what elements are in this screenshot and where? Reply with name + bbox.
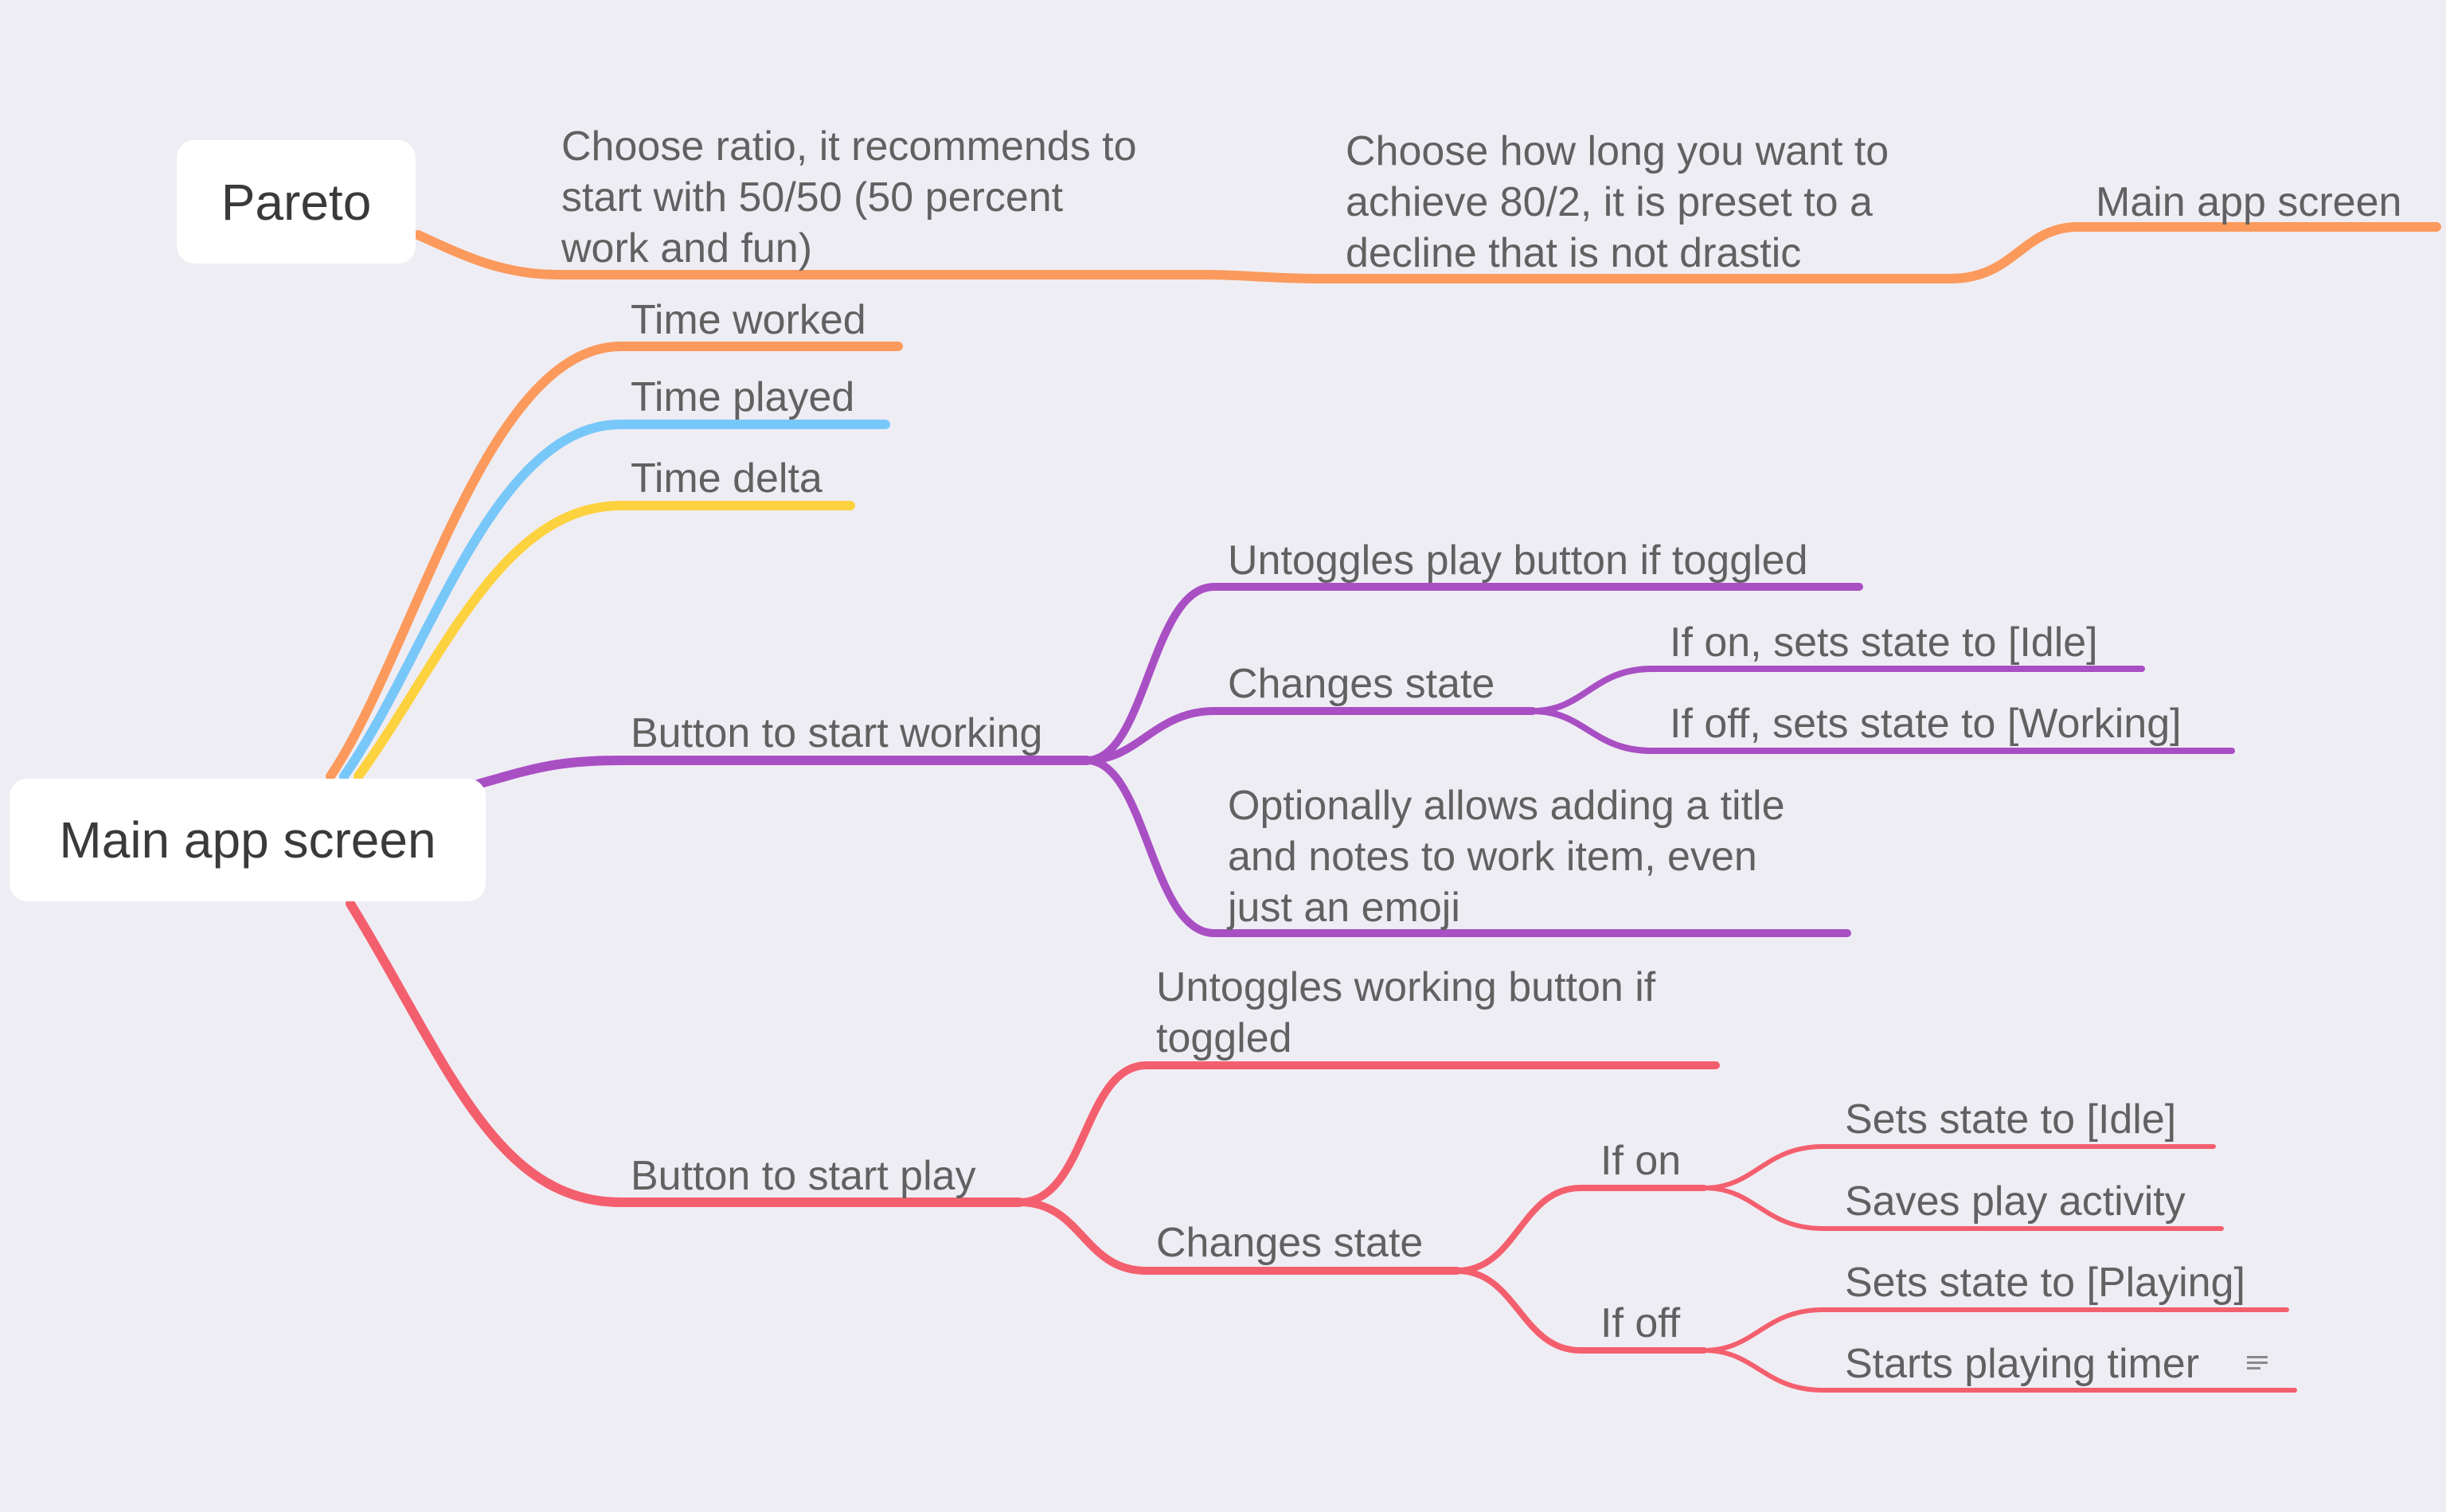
node-optional-line-3: just an emoji <box>1228 885 1460 931</box>
edge-if-off-sets-playing <box>1702 1307 2289 1353</box>
node-work-changes-state[interactable]: Changes state <box>1228 661 1495 707</box>
node-time-worked[interactable]: Time worked <box>631 297 866 343</box>
node-play-if-off[interactable]: If off <box>1600 1300 1681 1346</box>
edge-state-if-off <box>1530 708 2235 754</box>
edge-if-off-timer <box>1702 1348 2297 1393</box>
node-choose-duration[interactable]: Choose how long you want to achieve 80/2… <box>1346 126 1889 279</box>
node-starts-playing-timer[interactable]: Starts playing timer <box>1845 1341 2200 1387</box>
edge-state-if-off-red <box>1454 1268 1707 1354</box>
node-optional-line-2: and notes to work item, even <box>1228 834 1757 880</box>
node-play-if-on[interactable]: If on <box>1600 1138 1682 1184</box>
edge-if-on-sets-idle <box>1702 1144 2216 1190</box>
node-choose-duration-line-3: decline that is not drastic <box>1346 230 1802 276</box>
edge-main-time-delta <box>354 501 855 781</box>
note-icon[interactable] <box>2247 1356 2268 1373</box>
edge-main-time-played <box>339 420 890 781</box>
node-optional-line-1: Optionally allows adding a title <box>1228 783 1785 829</box>
node-untoggles-working-button[interactable]: Untoggles working button if toggled <box>1156 962 1655 1064</box>
node-time-delta[interactable]: Time delta <box>631 455 822 502</box>
node-choose-ratio-line-2: start with 50/50 (50 percent <box>561 174 1064 221</box>
edge-state-if-on-red <box>1454 1185 1707 1274</box>
node-choose-ratio-line-1: Choose ratio, it recommends to <box>561 123 1137 170</box>
node-button-start-working[interactable]: Button to start working <box>631 710 1043 756</box>
edge-work-optional <box>1083 756 1851 937</box>
edge-duration-link <box>1946 222 2441 283</box>
node-choose-ratio[interactable]: Choose ratio, it recommends to start wit… <box>561 121 1137 274</box>
edge-work-untoggle <box>1083 583 1863 764</box>
edge-pareto-ratio <box>413 230 1207 279</box>
node-play-changes-state[interactable]: Changes state <box>1156 1220 1424 1266</box>
node-untoggles-working-line-1: Untoggles working button if <box>1156 964 1656 1010</box>
edge-work-changes-state <box>1083 707 1537 764</box>
node-optional-title-notes[interactable]: Optionally allows adding a title and not… <box>1228 780 1785 933</box>
node-button-start-play[interactable]: Button to start play <box>631 1153 976 1199</box>
node-work-if-on[interactable]: If on, sets state to [Idle] <box>1670 619 2098 666</box>
edge-play-changes-state <box>1015 1198 1461 1275</box>
node-sets-state-idle[interactable]: Sets state to [Idle] <box>1845 1096 2177 1143</box>
root-node-main-label: Main app screen <box>59 811 436 869</box>
node-choose-duration-line-2: achieve 80/2, it is preset to a <box>1346 179 1873 225</box>
node-choose-duration-line-1: Choose how long you want to <box>1346 128 1889 174</box>
edge-main-play-button <box>346 899 1024 1207</box>
root-node-main-app-screen[interactable]: Main app screen <box>10 779 486 901</box>
edge-ratio-duration <box>1198 270 1956 283</box>
edge-play-untoggle <box>1015 1061 1720 1206</box>
edge-main-work-button <box>473 756 1092 789</box>
node-sets-state-playing[interactable]: Sets state to [Playing] <box>1845 1260 2245 1306</box>
node-time-played[interactable]: Time played <box>631 374 855 420</box>
node-work-if-off[interactable]: If off, sets state to [Working] <box>1670 701 2182 747</box>
root-node-pareto-label: Pareto <box>221 173 372 231</box>
node-untoggles-play-button[interactable]: Untoggles play button if toggled <box>1228 537 1808 584</box>
node-main-app-screen-link[interactable]: Main app screen <box>2096 179 2402 225</box>
edge-state-if-on <box>1530 666 2145 714</box>
node-choose-ratio-line-3: work and fun) <box>561 225 813 272</box>
edge-main-time-worked <box>326 342 903 781</box>
root-node-pareto[interactable]: Pareto <box>177 140 416 264</box>
node-saves-play-activity[interactable]: Saves play activity <box>1845 1178 2186 1225</box>
node-untoggles-working-line-2: toggled <box>1156 1015 1292 1061</box>
edge-if-on-saves <box>1702 1186 2224 1231</box>
